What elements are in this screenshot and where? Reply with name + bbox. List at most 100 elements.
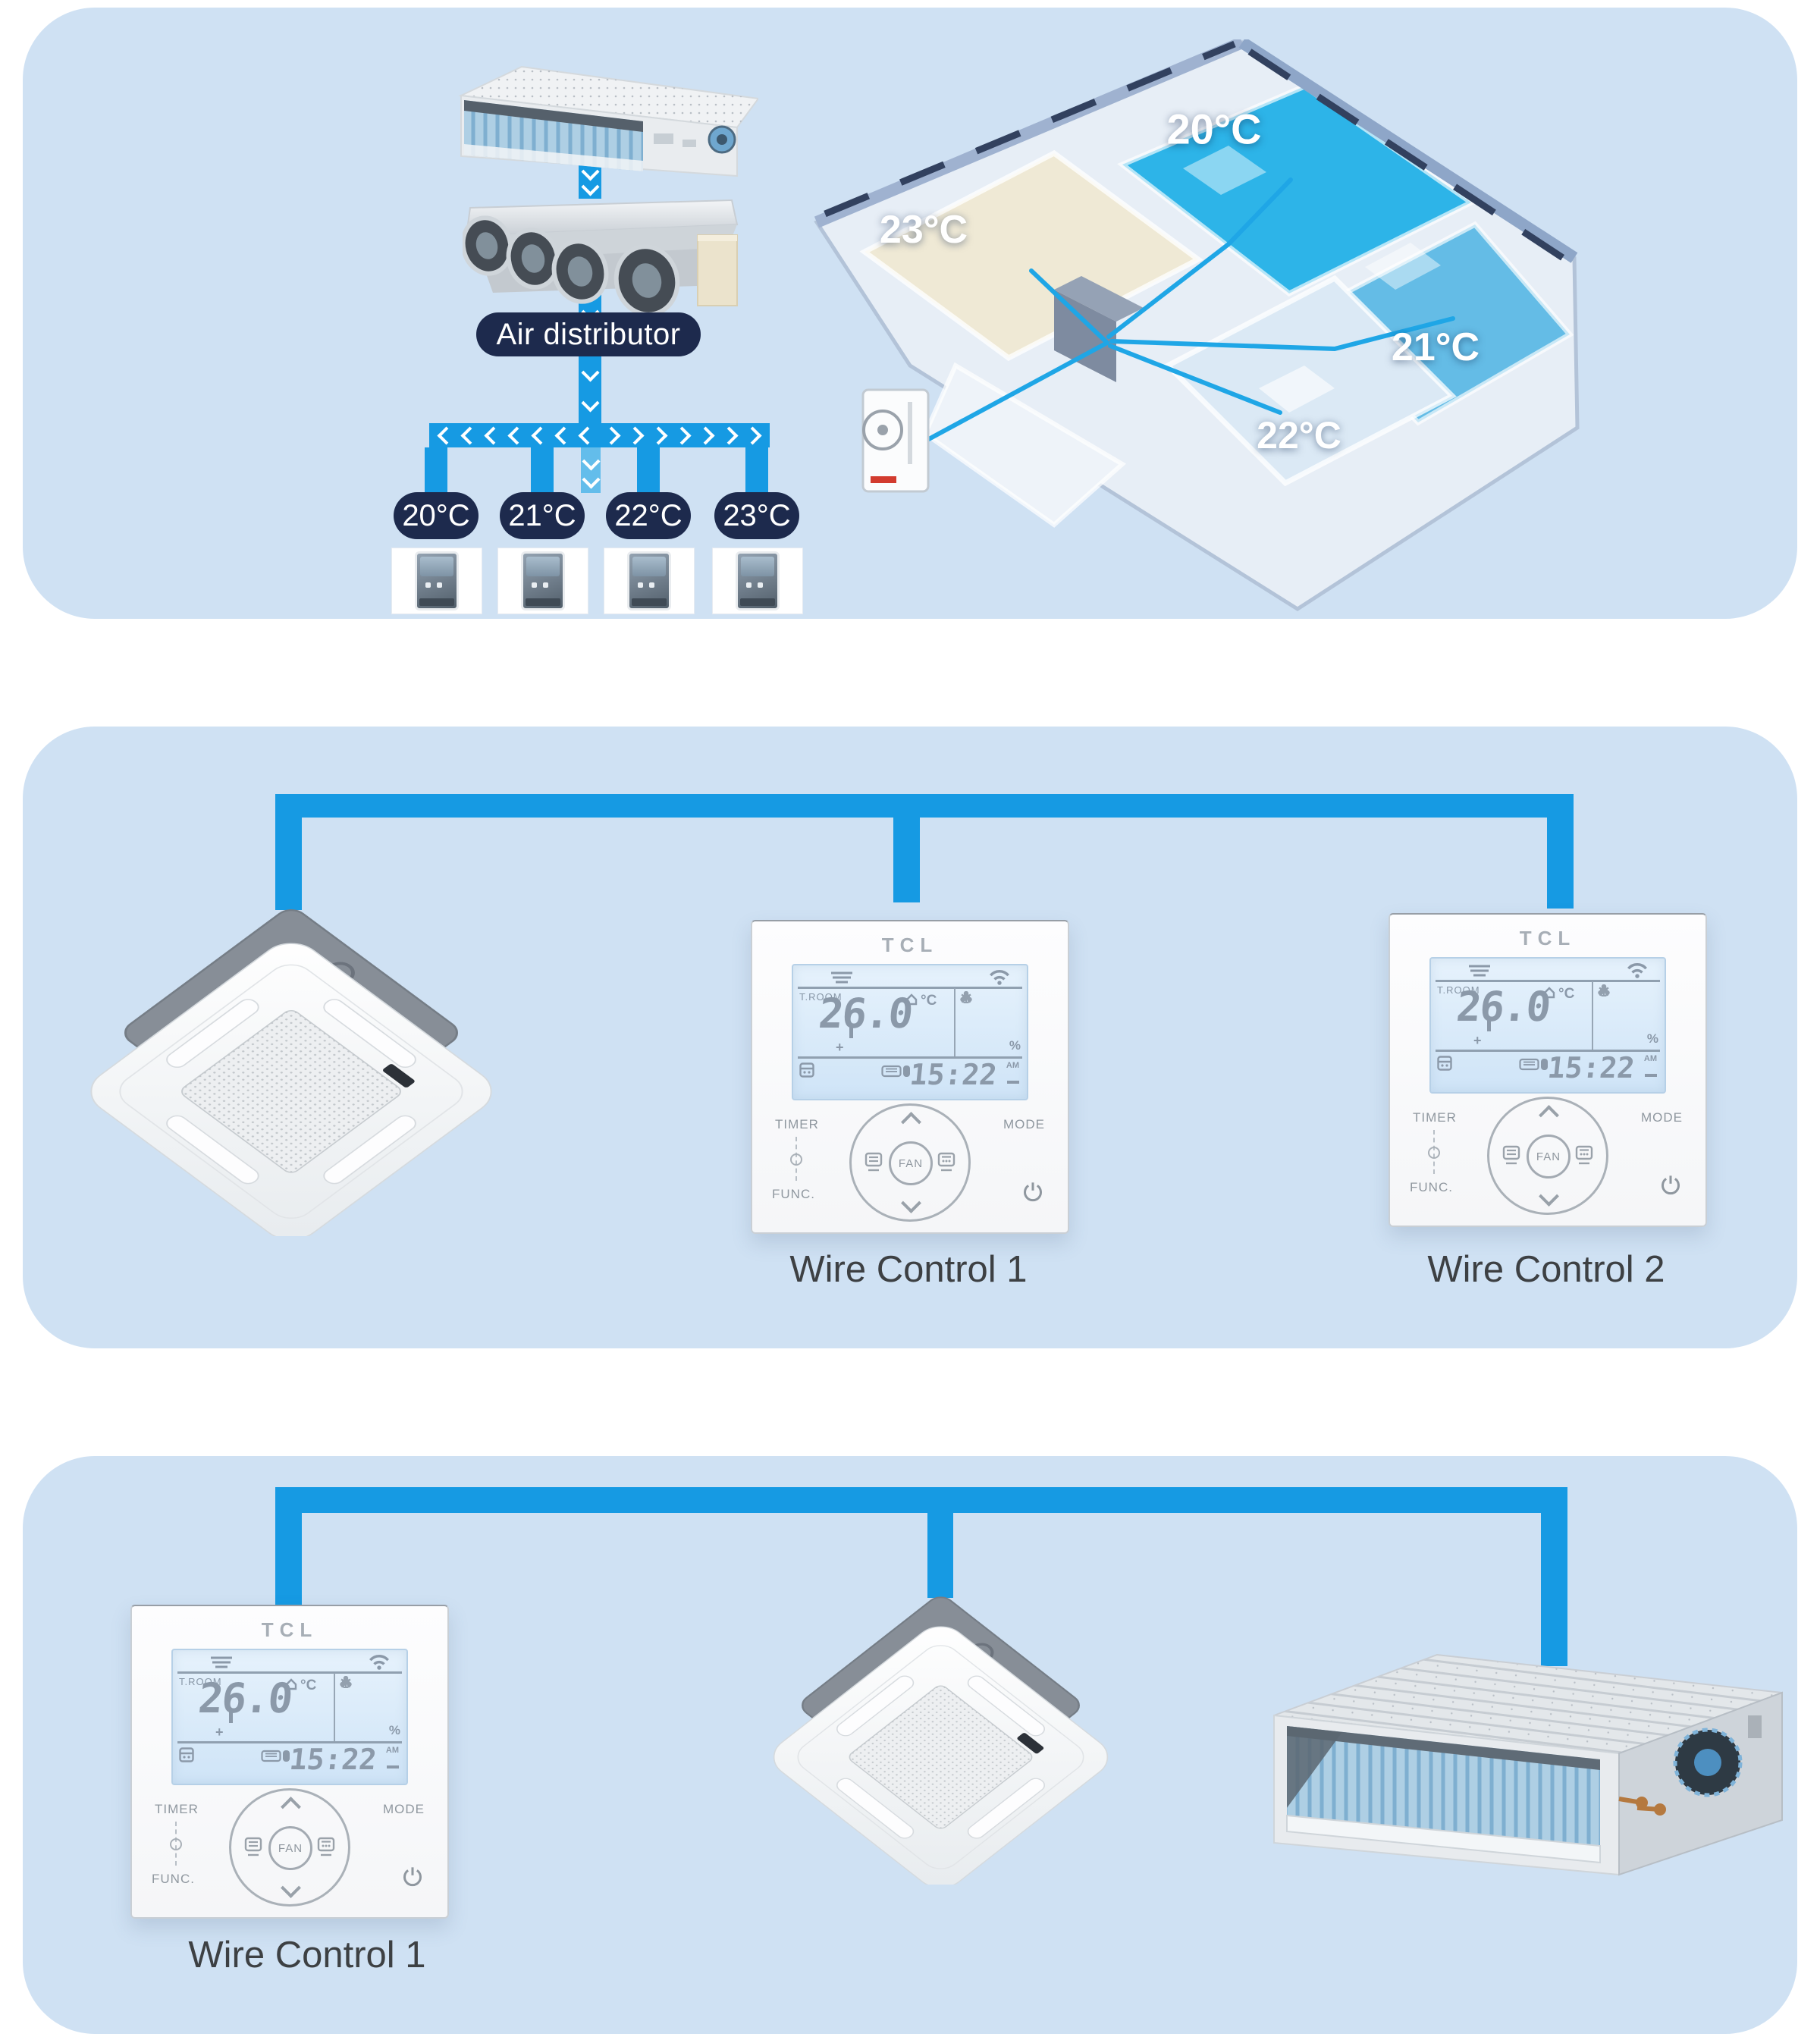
humidity-percent: %	[1009, 1038, 1021, 1053]
isometric-house-illustration	[814, 39, 1580, 611]
chevron-up-icon	[281, 1797, 301, 1817]
fan-key: FAN	[1527, 1135, 1571, 1178]
outlet-drop-line	[637, 447, 660, 493]
outlet-drop-line	[745, 447, 768, 493]
room-temp-label: 22°C	[1257, 414, 1341, 457]
tcl-logo: TCL	[881, 934, 939, 956]
fan-key: FAN	[268, 1826, 312, 1870]
outlet-drop-line	[425, 447, 447, 493]
power-icon	[1661, 1175, 1680, 1195]
outlet-temp-badge: 23°C	[714, 492, 799, 539]
clock-key-icon	[790, 1153, 802, 1166]
chevron-down-icon	[1539, 1186, 1559, 1207]
controller-lcd: T.ROOM 26.0 °C + %	[792, 964, 1028, 1100]
clock-key-icon	[1428, 1147, 1440, 1159]
connection-drop	[893, 818, 920, 902]
louver-swing-key-icon	[317, 1837, 335, 1856]
chevron-left-icon	[531, 425, 550, 445]
chevron-right-icon	[720, 425, 739, 445]
connection-drop	[927, 1513, 953, 1598]
fan-mode-icon	[1598, 984, 1610, 996]
controller-thumbnail	[604, 548, 695, 614]
outdoor-unit-icon	[861, 388, 930, 493]
outlet-temp-badge: 22°C	[606, 492, 691, 539]
chevron-left-icon	[437, 425, 456, 445]
chevron-right-icon	[602, 425, 621, 445]
manifold-line	[429, 423, 770, 447]
thermostat-icon	[627, 551, 671, 610]
chevron-left-icon	[507, 425, 526, 445]
airflow-ribbon	[581, 447, 601, 493]
clock-suffix: AM	[1006, 1061, 1019, 1070]
airflow-icon	[1469, 965, 1490, 977]
dry-mode-icon	[1599, 984, 1608, 996]
controller-thumbnail	[497, 548, 588, 614]
clock: 15:22	[1545, 1051, 1636, 1084]
wire-controller-1: TCL T.ROOM 26.0 °C +	[751, 920, 1069, 1234]
chevron-left-icon	[554, 425, 573, 445]
dry-mode-icon	[962, 991, 971, 1003]
chevron-left-icon	[578, 425, 597, 445]
outlet-temp-badge: 21°C	[500, 492, 585, 539]
chevron-right-icon	[743, 425, 762, 445]
filter-icon	[261, 1750, 290, 1762]
zone-label: T.ROOM	[1437, 984, 1480, 996]
thermostat-icon	[521, 551, 565, 610]
chevron-right-icon	[626, 425, 645, 445]
clock-dash	[1007, 1081, 1019, 1084]
connection-line	[275, 1487, 1567, 1513]
mode-key-label: MODE	[383, 1802, 425, 1816]
louver-swing-key-icon	[937, 1152, 956, 1172]
power-icon	[403, 1867, 422, 1887]
lcd-divider	[798, 1056, 1022, 1059]
lcd-divider	[1592, 981, 1593, 1050]
lcd-divider	[954, 988, 956, 1056]
chevron-left-icon	[484, 425, 503, 445]
schedule-icon	[799, 1062, 814, 1078]
controller-lcd: T.ROOM 26.0 °C + %	[1429, 957, 1666, 1094]
wifi-icon	[1627, 963, 1648, 978]
set-temperature: 26.0	[1454, 983, 1552, 1031]
chevron-down-icon	[580, 363, 600, 382]
mode-key-label: MODE	[1003, 1117, 1045, 1131]
connection-drop	[275, 1513, 302, 1608]
control-dial: FAN	[1487, 1097, 1608, 1215]
lcd-divider	[1436, 1050, 1660, 1052]
chevron-up-icon	[1539, 1105, 1559, 1125]
chevron-right-icon	[696, 425, 715, 445]
controller-lcd: T.ROOM 26.0 °C + %	[171, 1649, 408, 1785]
room-icon	[285, 1678, 297, 1690]
set-temperature: 26.0	[816, 990, 915, 1037]
room-temp-label: 20°C	[1166, 105, 1262, 153]
outlet-temp-badge: 20°C	[394, 492, 479, 539]
clock-suffix: AM	[385, 1746, 399, 1755]
func-key-label: FUNC.	[772, 1187, 815, 1201]
airflow-icon	[211, 1656, 232, 1668]
vane-swing-key-icon	[1502, 1145, 1520, 1165]
schedule-icon	[179, 1747, 194, 1762]
room-icon	[1543, 987, 1555, 999]
control-dial: FAN	[849, 1103, 971, 1222]
fan-speed-plus-icon: +	[836, 1040, 844, 1055]
chevron-right-icon	[649, 425, 668, 445]
chevron-down-icon	[901, 1193, 921, 1213]
zone-label: T.ROOM	[799, 991, 843, 1003]
func-key-label: FUNC.	[1410, 1180, 1453, 1194]
thermostat-icon	[415, 551, 459, 610]
wifi-icon	[989, 970, 1010, 985]
zone-label: T.ROOM	[179, 1676, 222, 1687]
tcl-logo: TCL	[261, 1618, 318, 1641]
vane-swing-key-icon	[864, 1152, 883, 1172]
tcl-logo: TCL	[1519, 927, 1577, 949]
clock: 15:22	[287, 1743, 378, 1776]
timer-key-label: TIMER	[155, 1802, 199, 1816]
airflow-icon	[831, 971, 852, 984]
connection-drop	[1541, 1513, 1567, 1666]
room-temp-label: 23°C	[879, 208, 968, 252]
vane-swing-key-icon	[244, 1837, 262, 1856]
connection-drop	[1547, 818, 1574, 909]
lcd-divider	[177, 1671, 402, 1674]
duct-unit-illustration	[458, 65, 758, 177]
schedule-icon	[1437, 1056, 1452, 1071]
air-distributor-badge: Air distributor	[476, 312, 701, 356]
